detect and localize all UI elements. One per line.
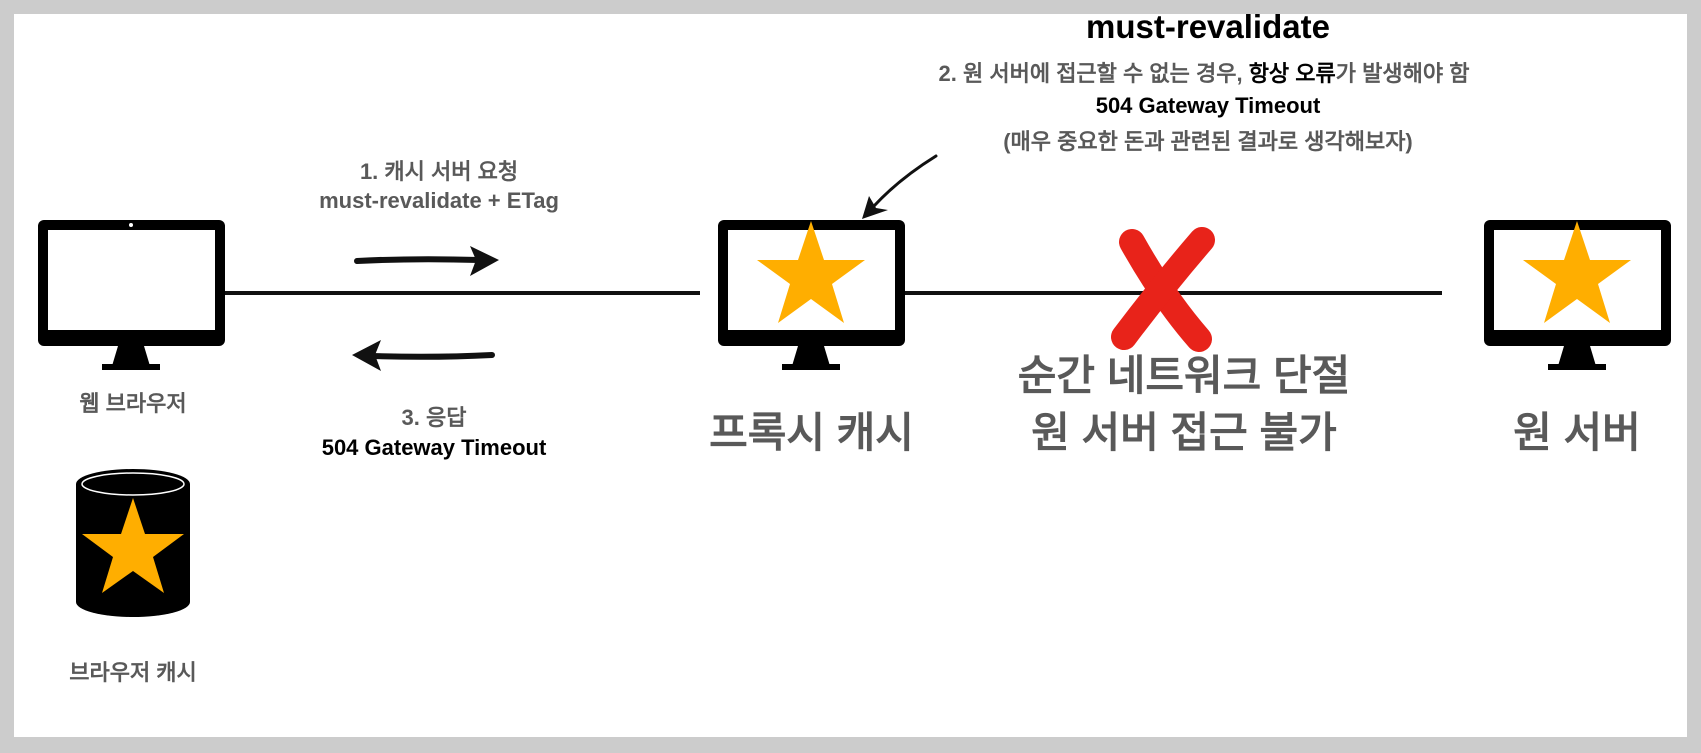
outage-cross-icon xyxy=(1111,227,1215,352)
response-label-1: 3. 응답 xyxy=(401,405,467,430)
note-line-1: 2. 원 서버에 접근할 수 없는 경우, 항상 오류가 발생해야 함 xyxy=(864,56,1544,88)
note-line-1-suffix: 가 발생해야 함 xyxy=(1335,61,1470,86)
browser-cache-star-icon xyxy=(82,498,184,593)
note-line-2: 504 Gateway Timeout xyxy=(1095,93,1321,118)
origin-server-label: 원 서버 xyxy=(1513,409,1641,456)
note-pointer-arrow-icon xyxy=(862,154,938,219)
browser-monitor-icon xyxy=(38,220,225,370)
outage-label-2: 원 서버 접근 불가 xyxy=(1031,409,1337,456)
diagram-slide: must-revalidate 2. 원 서버에 접근할 수 없는 경우, 항상… xyxy=(14,8,1687,737)
diagram-artwork xyxy=(38,154,1671,617)
note-line-3: (매우 중요한 돈과 관련된 결과로 생각해보자) xyxy=(1003,129,1413,154)
response-arrow-icon xyxy=(352,340,495,371)
proxy-star-icon xyxy=(757,221,865,323)
origin-star-icon xyxy=(1523,221,1631,323)
note-line-1-emphasis: 항상 오류 xyxy=(1248,61,1336,86)
outage-label-1: 순간 네트워크 단절 xyxy=(1017,352,1351,399)
note-line-1-prefix: 2. 원 서버에 접근할 수 없는 경우, xyxy=(938,61,1249,86)
request-label-2: must-revalidate + ETag xyxy=(319,188,559,213)
response-label-2: 504 Gateway Timeout xyxy=(321,435,547,460)
request-label-1: 1. 캐시 서버 요청 xyxy=(359,159,519,184)
browser-label: 웹 브라우저 xyxy=(79,391,187,416)
request-arrow-icon xyxy=(354,246,499,276)
browser-cache-label: 브라우저 캐시 xyxy=(69,660,197,685)
proxy-cache-label: 프록시 캐시 xyxy=(709,409,914,456)
diagram-title: must-revalidate xyxy=(1086,8,1330,45)
